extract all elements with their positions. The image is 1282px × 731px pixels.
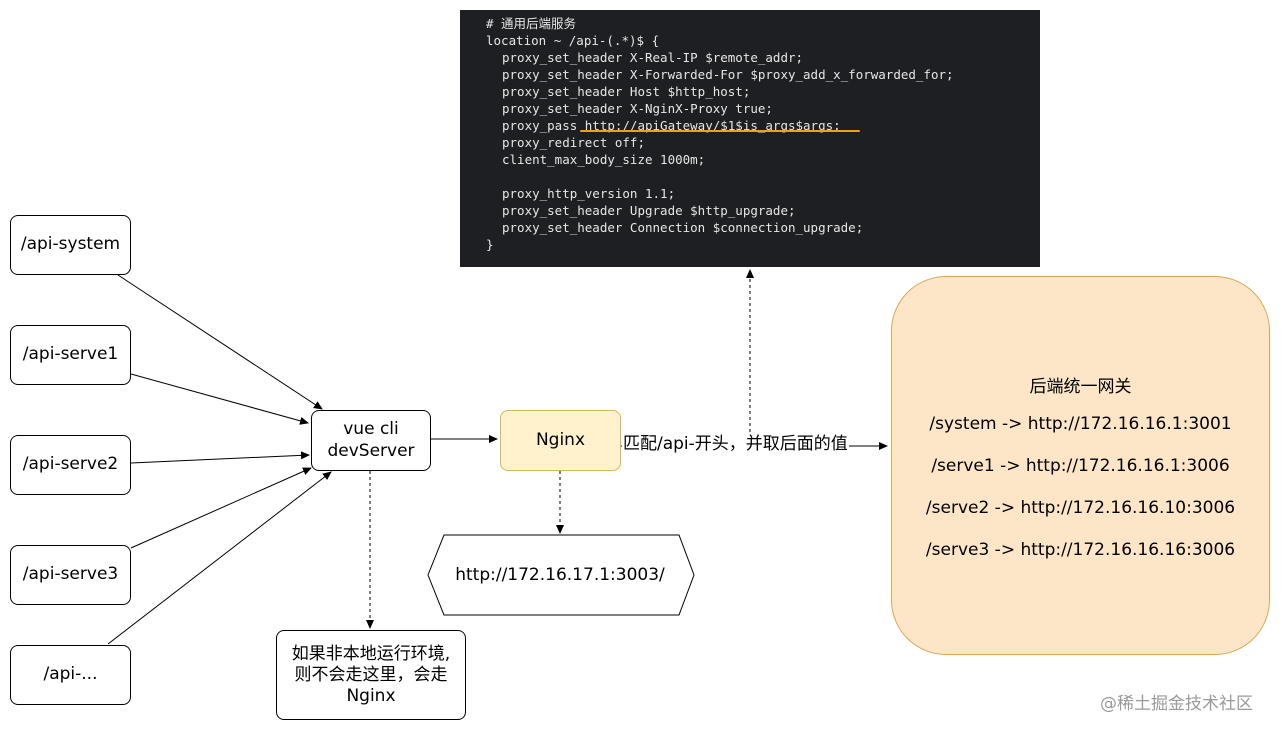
nginx-config-code: # 通用后端服务 location ~ /api-(.*)$ { proxy_s… [460, 10, 1040, 267]
route-label: /api-serve2 [22, 454, 119, 475]
edge-system-to-devserver [117, 274, 323, 410]
code-line: proxy_set_header Upgrade $http_upgrade; [502, 203, 796, 218]
code-line: proxy_redirect off; [502, 135, 645, 150]
note-line1: 如果非本地运行环境, [291, 643, 451, 664]
gateway-rule: /serve3 -> http://172.16.16.16:3006 [925, 540, 1236, 560]
watermark: @稀土掘金技术社区 [1100, 694, 1253, 714]
code-line: proxy_set_header X-Real-IP $remote_addr; [502, 50, 804, 65]
nginx-node: Nginx [500, 410, 621, 471]
code-line: proxy_set_header X-Forwarded-For $proxy_… [502, 67, 954, 82]
route-api-system: /api-system [10, 215, 131, 275]
code-line: proxy_set_header Connection $connection_… [502, 220, 864, 235]
code-line: proxy_http_version 1.1; [502, 186, 676, 201]
route-label: /api-serve1 [22, 344, 119, 365]
gateway-rule: /serve1 -> http://172.16.16.1:3006 [931, 456, 1230, 476]
backend-gateway-node: 后端统一网关 /system -> http://172.16.16.1:300… [891, 276, 1270, 655]
code-line-proxy-pass: proxy_pass http://apiGateway/$1$is_args$… [502, 118, 841, 133]
nginx-match-label: 匹配/api-开头，并取后面的值 [622, 434, 849, 454]
edge-etc-to-devserver [107, 471, 332, 645]
route-api-etc: /api-... [10, 645, 131, 705]
edge-serve1-to-devserver [130, 373, 309, 425]
code-line: } [486, 237, 494, 252]
devserver-line1: vue cli [343, 419, 399, 440]
code-comment: # 通用后端服务 [486, 16, 577, 31]
code-line: client_max_body_size 1000m; [502, 152, 706, 167]
route-api-serve3: /api-serve3 [10, 545, 131, 605]
gateway-rule: /serve2 -> http://172.16.16.10:3006 [925, 498, 1236, 518]
nginx-label: Nginx [535, 429, 586, 450]
note-node: 如果非本地运行环境, 则不会走这里，会走 Nginx [276, 630, 466, 720]
code-line: proxy_set_header X-NginX-Proxy true; [502, 101, 773, 116]
edge-serve2-to-devserver [130, 451, 310, 464]
local-target-hexagon [427, 534, 695, 616]
route-label: /api-system [20, 234, 121, 255]
route-api-serve1: /api-serve1 [10, 325, 131, 385]
local-target-url: http://172.16.17.1:3003/ [455, 565, 665, 585]
edge-serve3-to-devserver [130, 467, 312, 549]
proxy-pass-highlight-underline [580, 130, 860, 132]
note-line3: Nginx [346, 685, 396, 706]
gateway-rule: /system -> http://172.16.16.1:3001 [929, 414, 1232, 434]
route-label: /api-... [43, 664, 98, 685]
devserver-node: vue cli devServer [311, 410, 431, 471]
route-api-serve2: /api-serve2 [10, 435, 131, 495]
note-line2: 则不会走这里，会走 [294, 664, 448, 685]
devserver-line2: devServer [327, 440, 415, 461]
gateway-title: 后端统一网关 [1029, 377, 1132, 397]
code-line: location ~ /api-(.*)$ { [486, 33, 660, 48]
route-label: /api-serve3 [22, 564, 119, 585]
code-line: proxy_set_header Host $http_host; [502, 84, 751, 99]
